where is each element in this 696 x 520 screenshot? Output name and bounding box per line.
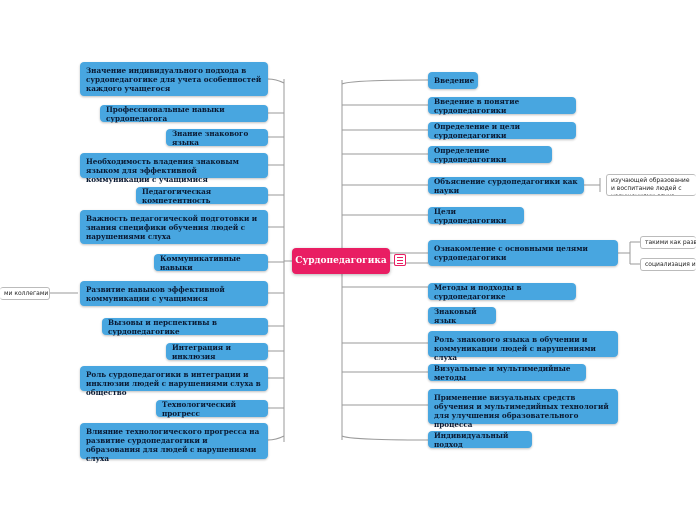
node-visual-tools-application[interactable]: Применение визуальных средств обучения и… [428, 389, 618, 429]
node-integration-inclusion[interactable]: Интеграция и инклюзия [166, 343, 268, 361]
node-definition-and-goals[interactable]: Определение и цели сурдопедагогики [428, 122, 576, 140]
node-challenges-and-prospects[interactable]: Вызовы и перспективы в сурдопедагогике [102, 318, 268, 336]
node-communication-skills-development[interactable]: Развитие навыков эффективной коммуникаци… [80, 281, 268, 306]
node-introduction-to-concept[interactable]: Введение в понятие сурдопедагогики [428, 97, 576, 115]
leaf-science-subtopic[interactable]: изучающей образование и воспитание людей… [606, 174, 696, 196]
node-introduction[interactable]: Введение [428, 72, 478, 89]
node-technological-progress-impact[interactable]: Влияние технологического прогресса на ра… [80, 423, 268, 463]
node-individual-approach[interactable]: Индивидуальный подход [428, 431, 532, 449]
node-goals[interactable]: Цели сурдопедагогики [428, 207, 524, 225]
node-sign-language[interactable]: Знаковый язык [428, 307, 496, 325]
leaf-colleagues[interactable]: ми коллегами [0, 287, 50, 300]
node-main-goals-overview[interactable]: Ознакомление с основными целями сурдопед… [428, 240, 618, 266]
node-sign-language-role[interactable]: Роль знакового языка в обучении и коммун… [428, 331, 618, 362]
node-pedagogical-training-importance[interactable]: Важность педагогической подготовки и зна… [80, 210, 268, 244]
node-sign-language-knowledge[interactable]: Знание знакового языка [166, 129, 268, 147]
leaf-goal-socialization[interactable]: социализация и [640, 258, 696, 271]
node-visual-multimedia-methods[interactable]: Визуальные и мультимедийные методы [428, 364, 586, 382]
node-integration-role[interactable]: Роль сурдопедагогики в интеграции и инкл… [80, 366, 268, 397]
menu-icon[interactable] [394, 254, 406, 266]
node-communication-skills[interactable]: Коммуникативные навыки [154, 254, 268, 272]
node-methods-and-approaches[interactable]: Методы и подходы в сурдопедагогике [428, 283, 576, 301]
node-definition[interactable]: Определение сурдопедагогики [428, 146, 552, 164]
central-topic[interactable]: Сурдопедагогика [292, 248, 390, 274]
node-pedagogical-competence[interactable]: Педагогическая компетентность [136, 187, 268, 205]
leaf-goal-development[interactable]: такими как развитие [640, 236, 696, 249]
node-sign-language-necessity[interactable]: Необходимость владения знаковым языком д… [80, 153, 268, 184]
node-technological-progress[interactable]: Технологический прогресс [156, 400, 268, 418]
node-individual-approach-importance[interactable]: Значение индивидуального подхода в сурдо… [80, 62, 268, 96]
node-professional-skills[interactable]: Профессиональные навыки сурдопедагога [100, 105, 268, 123]
node-science-explanation[interactable]: Объяснение сурдопедагогики как науки [428, 177, 584, 195]
